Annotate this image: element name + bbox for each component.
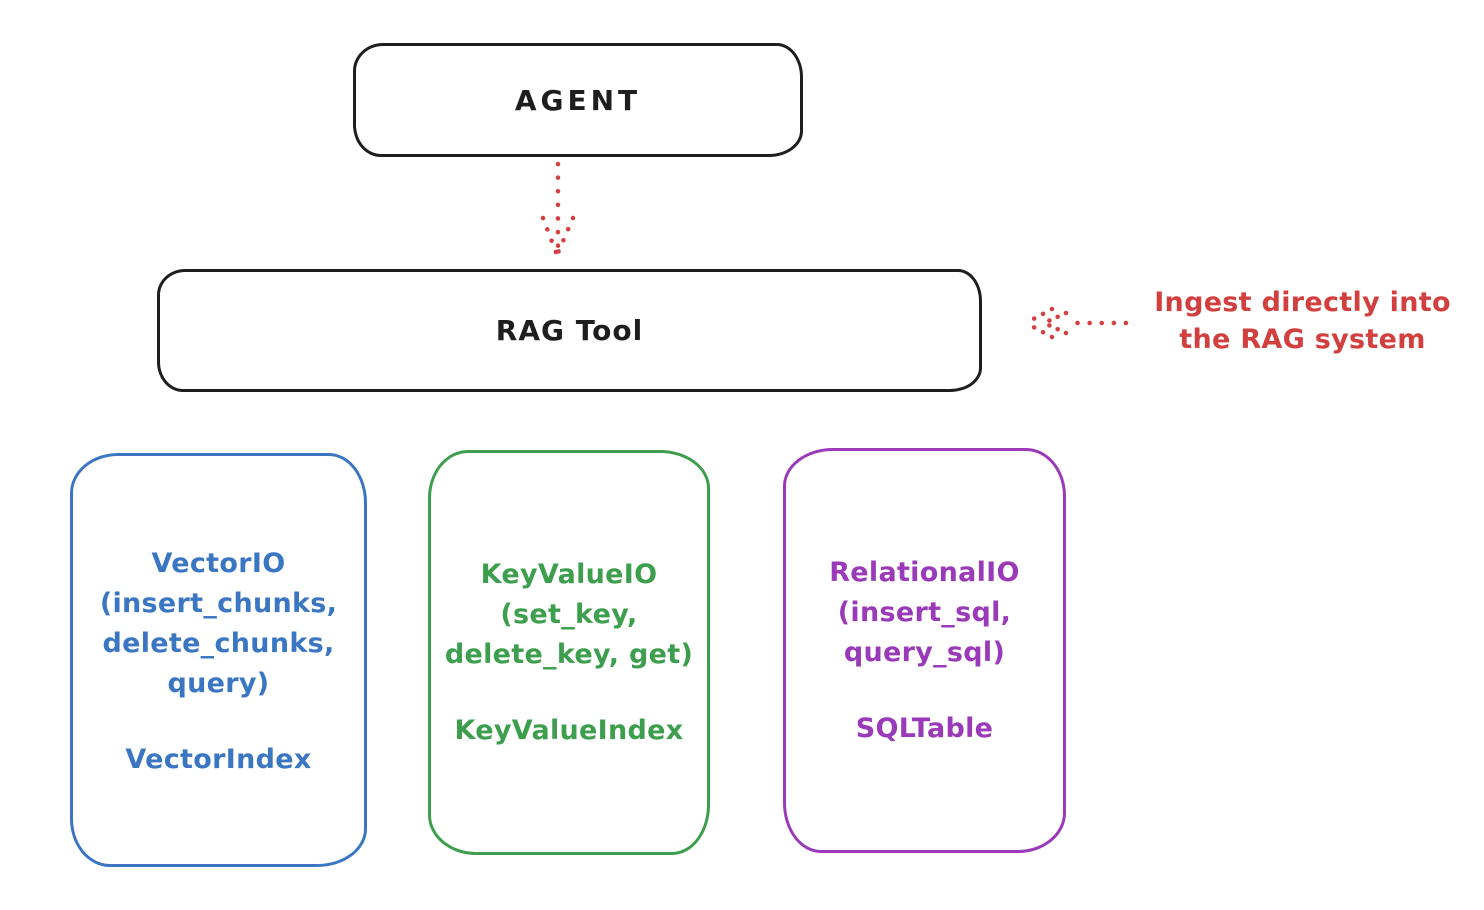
node-rag-tool-label: RAG Tool	[495, 314, 644, 347]
node-key-value-io: KeyValueIO (set_key, delete_key, get) Ke…	[428, 450, 710, 855]
node-agent: AGENT	[353, 43, 803, 157]
vector-io-line: query)	[167, 668, 270, 699]
key-value-io-line: KeyValueIO	[480, 559, 658, 590]
node-vector-io: VectorIO (insert_chunks, delete_chunks, …	[70, 453, 367, 867]
key-value-io-lines: KeyValueIO (set_key, delete_key, get)	[431, 555, 707, 675]
key-value-index-label: KeyValueIndex	[454, 715, 684, 746]
sql-table-label: SQLTable	[855, 713, 994, 744]
key-value-io-line: (set_key,	[500, 599, 638, 630]
vector-io-lines: VectorIO (insert_chunks, delete_chunks, …	[73, 544, 364, 704]
relational-io-line: RelationalIO	[829, 557, 1020, 588]
arrow-ingest-to-rag-tool	[1023, 306, 1129, 340]
vector-io-line: VectorIO	[151, 548, 286, 579]
arrow-agent-to-rag-tool	[540, 161, 576, 258]
vector-io-line: delete_chunks,	[102, 628, 335, 659]
relational-io-line: (insert_sql,	[837, 597, 1012, 628]
relational-io-line: query_sql)	[843, 637, 1006, 668]
node-agent-label: AGENT	[514, 83, 642, 117]
node-relational-io: RelationalIO (insert_sql, query_sql) SQL…	[783, 448, 1066, 853]
node-rag-tool: RAG Tool	[157, 269, 982, 392]
vector-io-line: (insert_chunks,	[99, 588, 338, 619]
ingest-annotation-line1: Ingest directly into	[1154, 287, 1451, 318]
relational-io-lines: RelationalIO (insert_sql, query_sql)	[786, 553, 1063, 673]
vector-index-label: VectorIndex	[125, 744, 312, 775]
ingest-annotation: Ingest directly into the RAG system	[1135, 284, 1470, 358]
key-value-io-line: delete_key, get)	[444, 639, 694, 670]
ingest-annotation-line2: the RAG system	[1179, 324, 1426, 355]
